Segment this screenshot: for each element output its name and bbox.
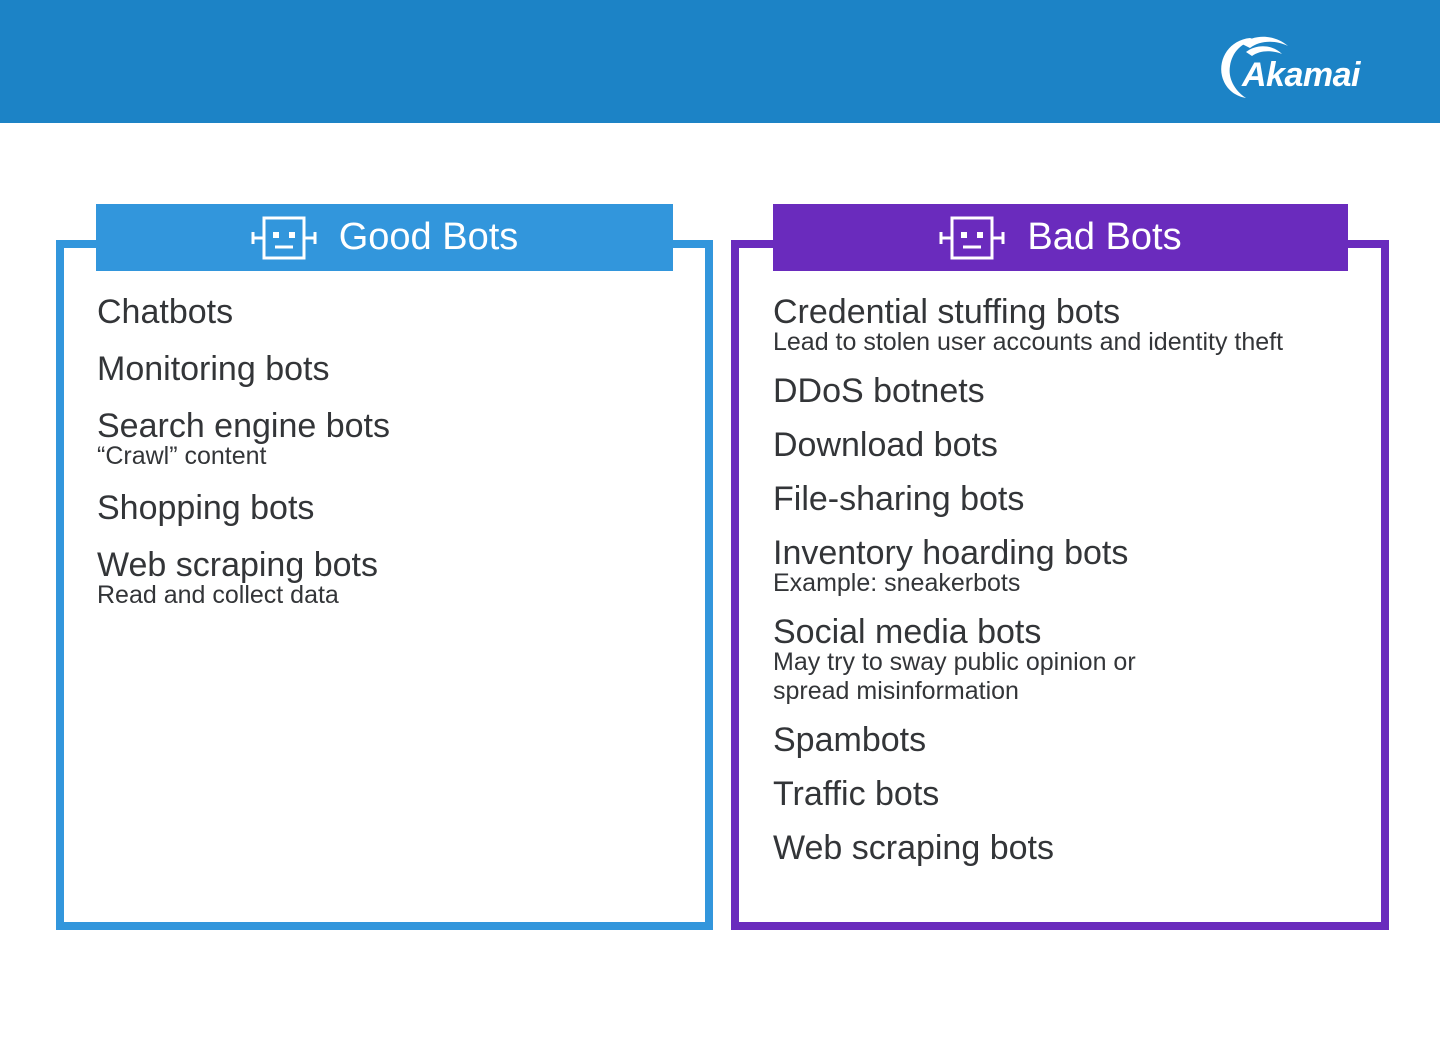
list-item: Search engine bots “Crawl” content — [97, 406, 390, 471]
item-title: Credential stuffing bots — [773, 293, 1121, 331]
item-title: Download bots — [773, 426, 998, 464]
list-item: Social media bots May try to sway public… — [773, 612, 1283, 706]
good-bots-title: Good Bots — [338, 216, 519, 258]
bad-bots-list: Credential stuffing bots Lead to stolen … — [773, 292, 1283, 882]
item-title: Monitoring bots — [97, 350, 330, 388]
list-item: Shopping bots — [97, 488, 390, 528]
list-item: Download bots — [773, 425, 1283, 465]
item-title: Spambots — [773, 721, 927, 759]
list-item: Spambots — [773, 720, 1283, 760]
top-banner: Akamai — [0, 0, 1440, 123]
item-title: Web scraping bots — [773, 829, 1054, 867]
item-title: Chatbots — [97, 293, 234, 331]
list-item: Credential stuffing bots Lead to stolen … — [773, 292, 1283, 357]
robot-face-icon — [251, 216, 317, 259]
bad-bots-title: Bad Bots — [1027, 216, 1182, 258]
item-description: May try to sway public opinion or spread… — [773, 648, 1136, 705]
list-item: Traffic bots — [773, 774, 1283, 814]
item-title: DDoS botnets — [773, 372, 985, 410]
logo-text: Akamai — [1242, 56, 1360, 94]
list-item: Chatbots — [97, 292, 390, 332]
good-bots-header: Good Bots — [96, 204, 673, 271]
akamai-wave-icon — [1221, 36, 1288, 98]
robot-face-icon — [939, 216, 1005, 259]
list-item: Web scraping bots — [773, 828, 1283, 868]
list-item: File-sharing bots — [773, 479, 1283, 519]
item-description: “Crawl” content — [97, 442, 267, 470]
good-bots-list: Chatbots Monitoring bots Search engine b… — [97, 292, 390, 627]
list-item: Web scraping bots Read and collect data — [97, 545, 390, 610]
list-item: Monitoring bots — [97, 349, 390, 389]
item-title: Social media bots — [773, 613, 1042, 651]
item-title: Inventory hoarding bots — [773, 534, 1129, 572]
list-item: DDoS botnets — [773, 371, 1283, 411]
item-title: Traffic bots — [773, 775, 940, 813]
item-description: Example: sneakerbots — [773, 569, 1021, 597]
item-description: Lead to stolen user accounts and identit… — [773, 328, 1284, 356]
item-description: Read and collect data — [97, 581, 339, 609]
akamai-logo: Akamai — [1212, 30, 1382, 100]
list-item: Inventory hoarding bots Example: sneaker… — [773, 533, 1283, 598]
item-title: Web scraping bots — [97, 546, 378, 584]
item-title: Shopping bots — [97, 489, 315, 527]
item-title: Search engine bots — [97, 407, 390, 445]
item-title: File-sharing bots — [773, 480, 1025, 518]
bad-bots-header: Bad Bots — [773, 204, 1348, 271]
